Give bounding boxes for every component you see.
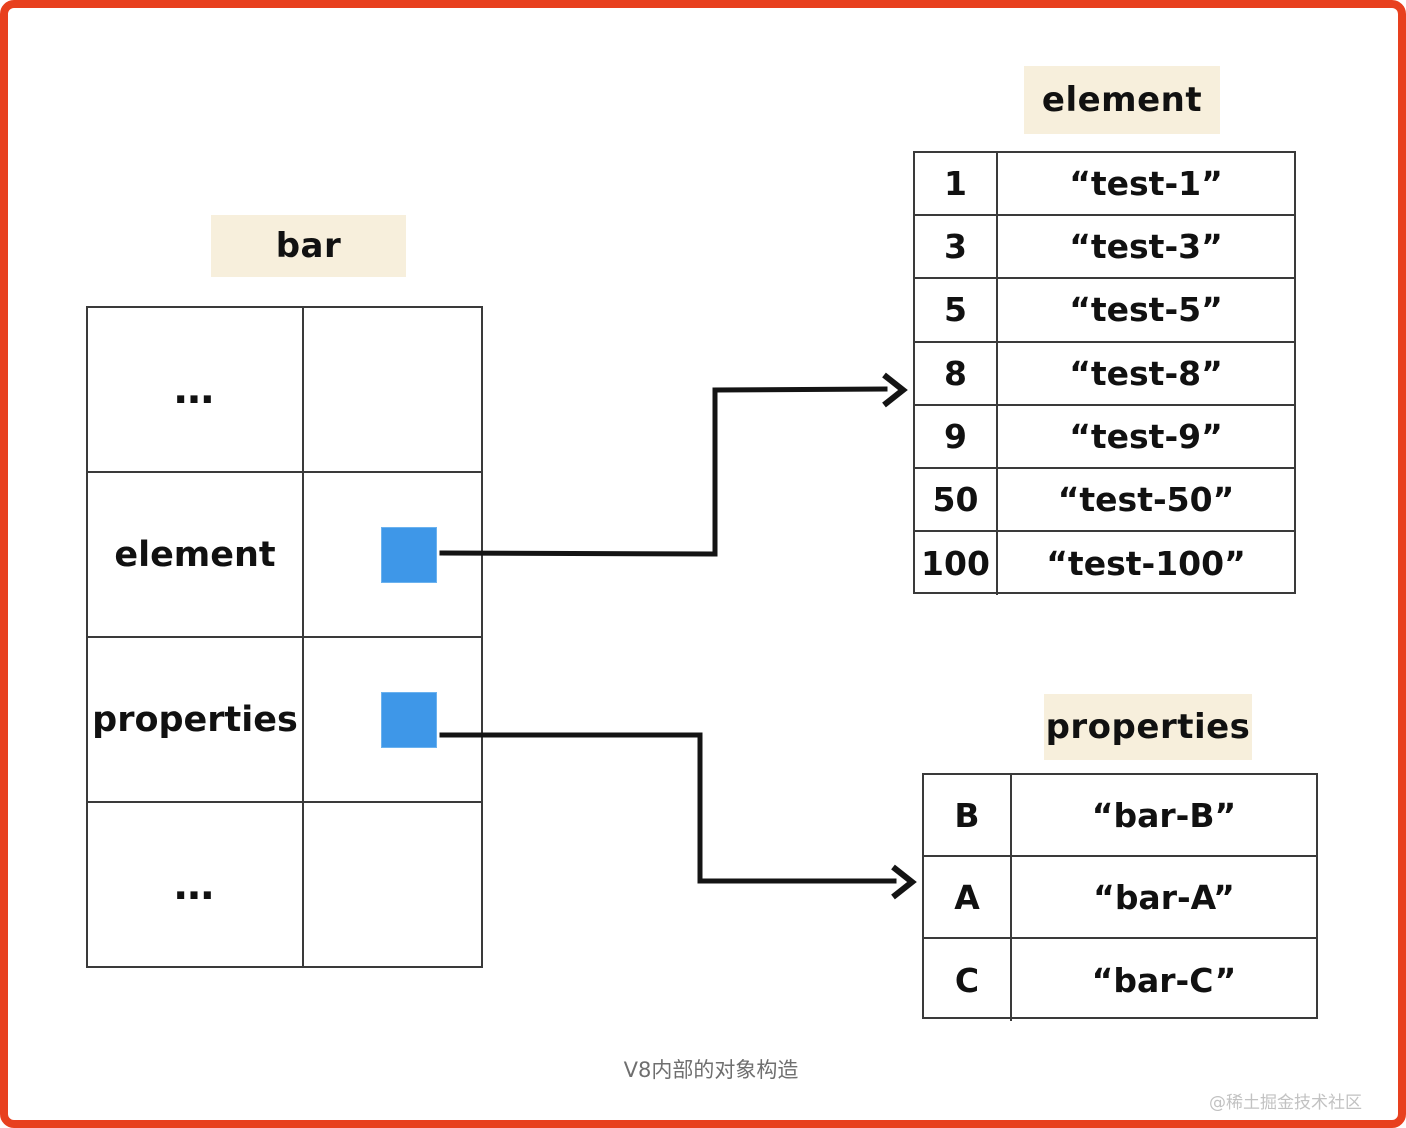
bar-row-value [304, 308, 481, 471]
table-row: 8 “test-8” [915, 342, 1294, 406]
element-value: “test-9” [1069, 416, 1223, 456]
element-key: 3 [915, 216, 998, 278]
table-row: element [88, 473, 481, 638]
properties-pointer-box[interactable] [381, 691, 437, 748]
diagram-caption: V8内部的对象构造 [623, 1058, 799, 1082]
property-value: “bar-C” [1091, 960, 1237, 1000]
connector-properties-arrow [439, 732, 917, 900]
properties-table: B “bar-B” A “bar-A” C “bar-C” [922, 773, 1318, 1021]
bar-row-value-properties [304, 638, 481, 801]
element-key: 5 [915, 279, 998, 341]
table-row: C “bar-C” [924, 939, 1316, 1021]
watermark: @稀土掘金技术社区 [1209, 1093, 1362, 1113]
property-key: C [924, 939, 1012, 1021]
element-key: 1 [915, 153, 998, 215]
table-row: properties [88, 638, 481, 803]
element-table: 1 “test-1” 3 “test-3” 5 “test-5” 8 “test… [913, 151, 1296, 596]
element-value: “test-3” [1069, 227, 1223, 267]
element-value: “test-5” [1069, 290, 1223, 330]
ellipsis-icon: … [174, 862, 216, 909]
bar-table-label: bar [211, 215, 406, 277]
element-key: 50 [915, 468, 998, 531]
element-table-label: element [1024, 66, 1220, 134]
property-key: A [924, 857, 1012, 937]
properties-table-label: properties [1044, 694, 1252, 760]
element-value: “test-50” [1057, 480, 1235, 520]
bar-row-key: … [88, 803, 304, 968]
table-row: 9 “test-9” [915, 405, 1294, 469]
ellipsis-icon: … [174, 366, 216, 413]
bar-row-value [304, 803, 481, 968]
element-key: 9 [915, 405, 998, 467]
bar-row-value-element [304, 473, 481, 636]
table-row: 1 “test-1” [915, 153, 1294, 217]
element-key: 8 [915, 342, 998, 404]
property-value: “bar-B” [1091, 795, 1237, 835]
table-row: … [88, 803, 481, 968]
bar-row-key-properties: properties [88, 638, 304, 801]
bar-row-key-element: element [88, 473, 304, 636]
table-row: … [88, 308, 481, 473]
element-pointer-box[interactable] [381, 526, 437, 583]
table-row: B “bar-B” [924, 775, 1316, 857]
connector-element-arrow [439, 372, 908, 557]
table-row: 5 “test-5” [915, 279, 1294, 343]
bar-object-table: … element properties … [86, 306, 483, 968]
property-key: B [924, 775, 1012, 855]
table-row: 100 “test-100” [915, 532, 1294, 596]
element-key: 100 [915, 532, 998, 596]
diagram-canvas: bar … element properties [8, 8, 1398, 1120]
property-value: “bar-A” [1093, 877, 1235, 917]
table-row: 50 “test-50” [915, 468, 1294, 533]
element-value: “test-1” [1069, 164, 1223, 204]
element-value: “test-100” [1046, 544, 1246, 584]
element-value: “test-8” [1069, 353, 1223, 393]
table-row: A “bar-A” [924, 857, 1316, 939]
bar-row-key: … [88, 308, 304, 471]
table-row: 3 “test-3” [915, 216, 1294, 280]
